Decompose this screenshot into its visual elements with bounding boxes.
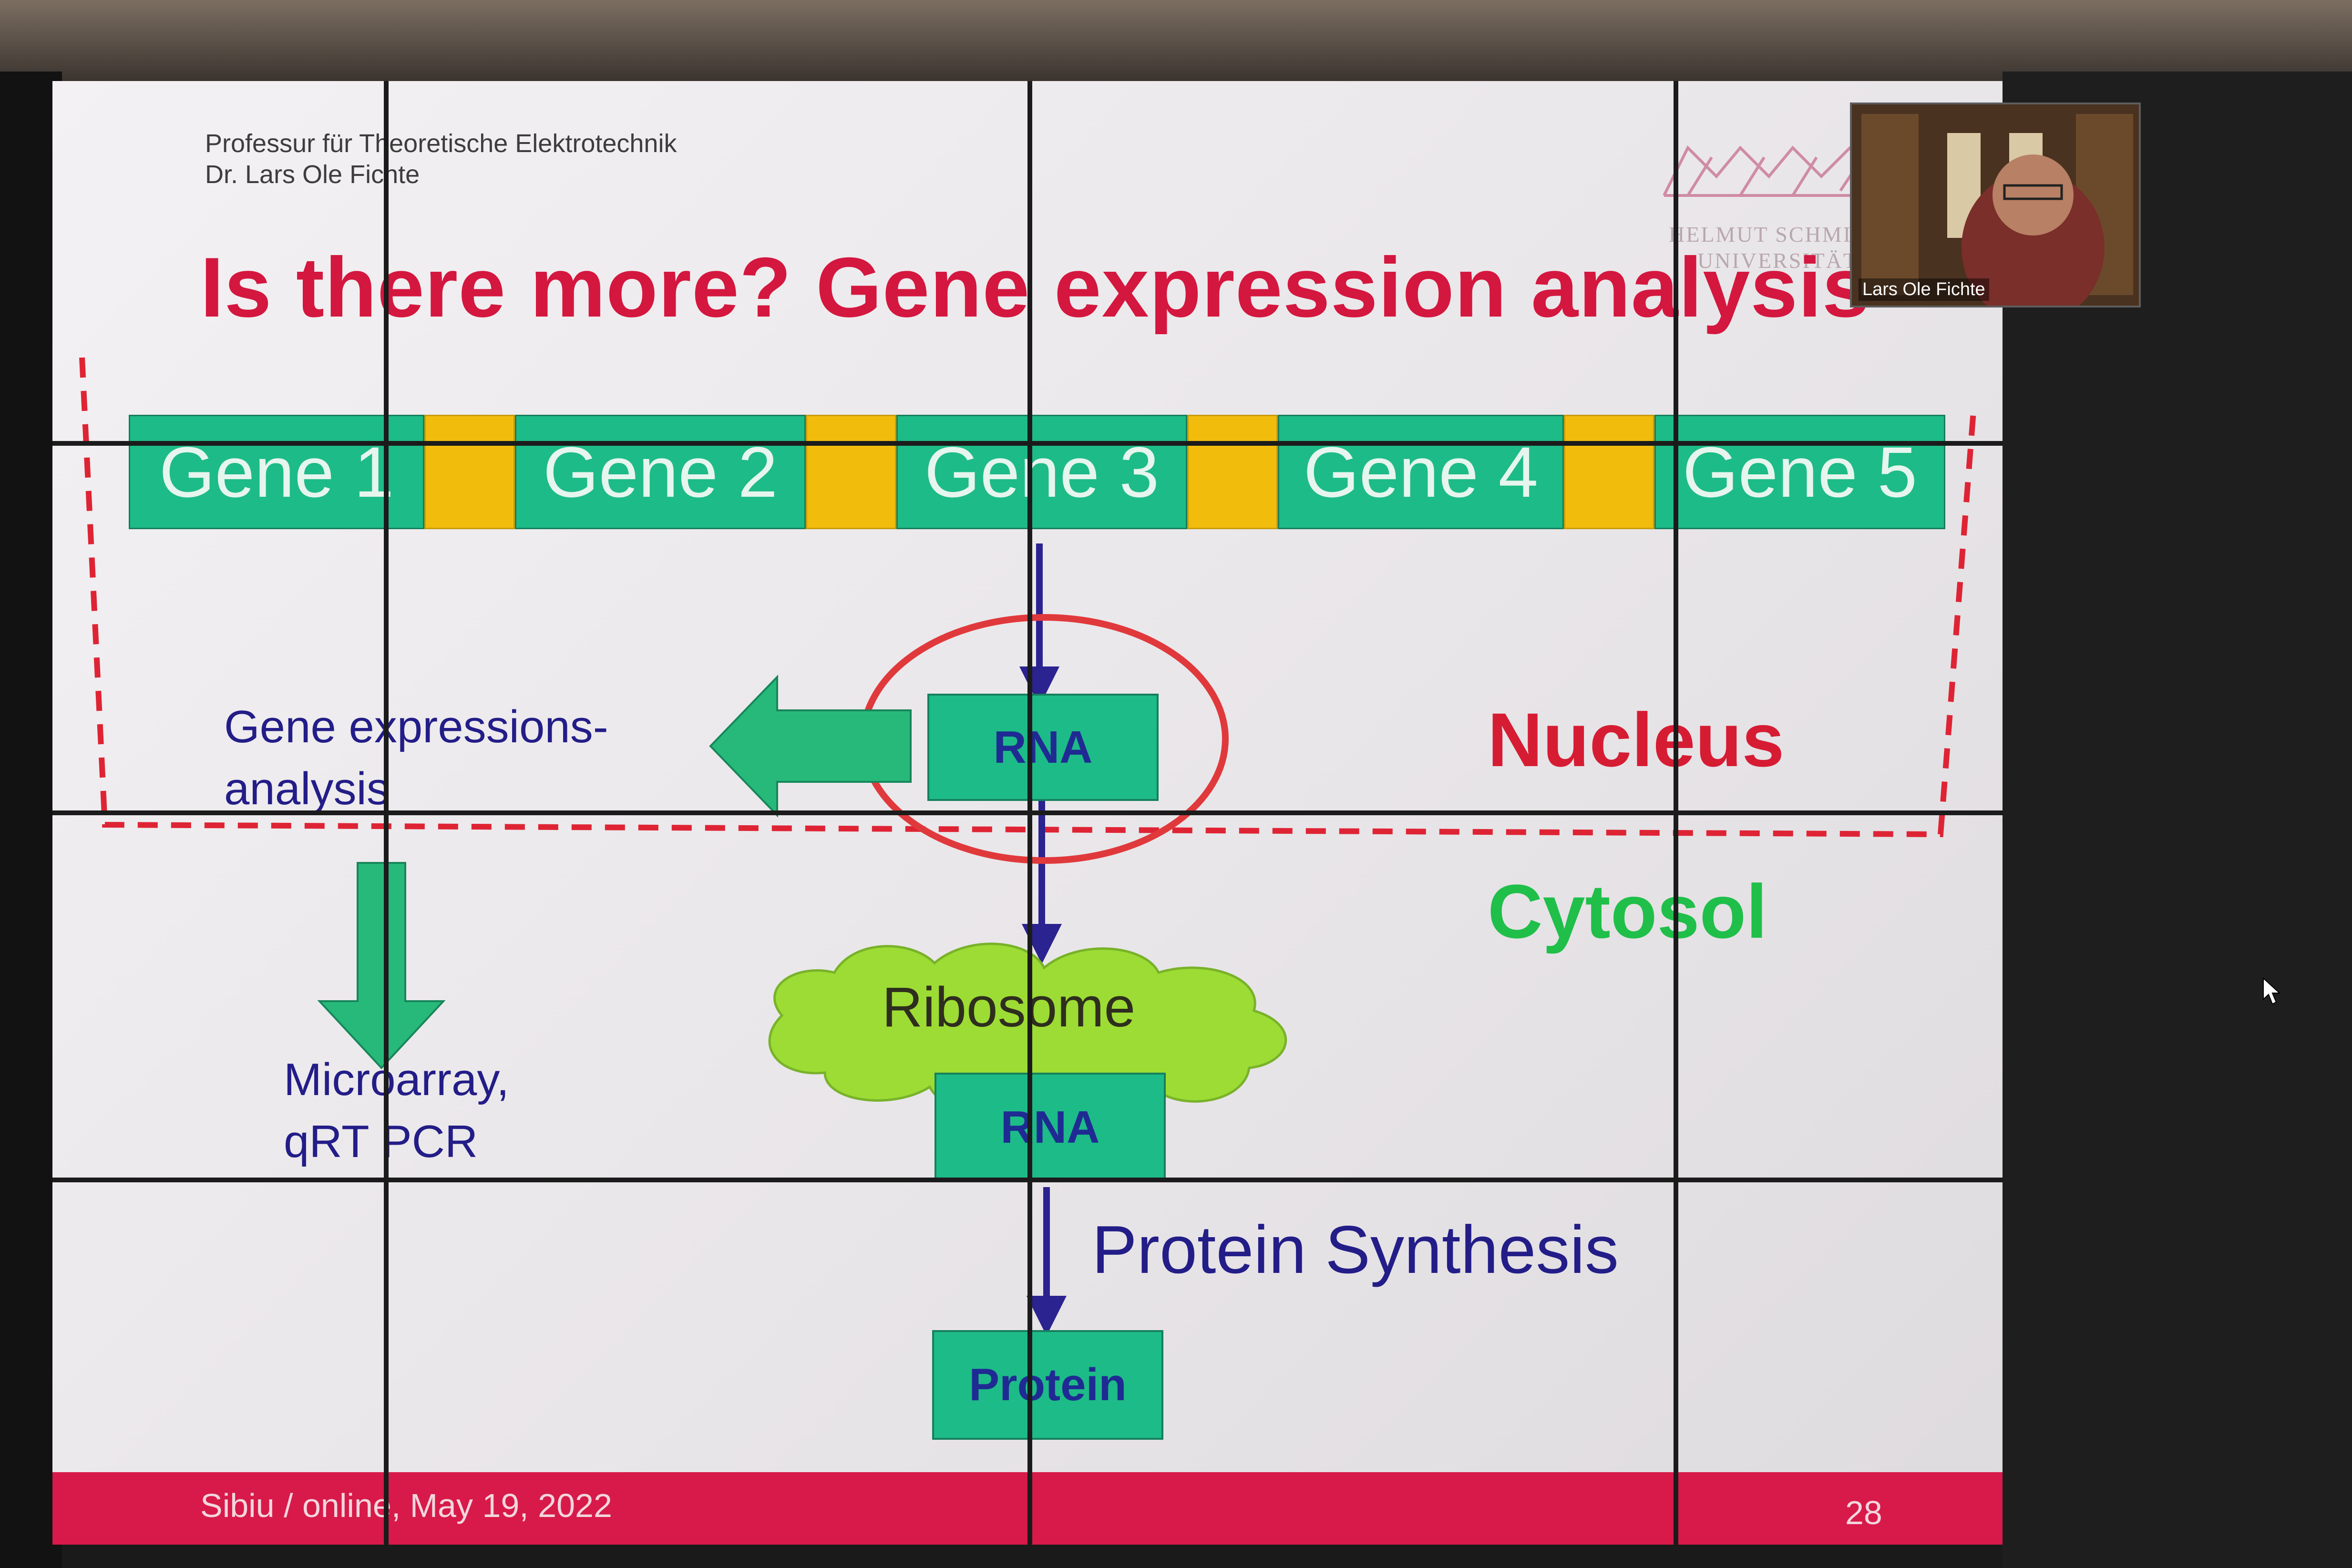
left-wall	[0, 72, 62, 1568]
header-chair: Professur für Theoretische Elektrotechni…	[205, 129, 677, 158]
gene-4: Gene 4	[1278, 415, 1564, 529]
method-label-line2: qRT PCR	[284, 1116, 478, 1167]
logo-text-line2: UNIVERSITÄT	[1697, 248, 1859, 273]
slide-title: Is there more? Gene expression analysis	[200, 240, 1870, 335]
method-label-line1: Microarray,	[284, 1054, 509, 1105]
arrow-to-analysis	[709, 675, 912, 818]
protein-synthesis-label: Protein Synthesis	[1092, 1212, 1619, 1288]
right-video-wall-dark	[2003, 72, 2352, 1568]
room-ceiling	[0, 0, 2352, 81]
speaker-video-tile[interactable]: Lars Ole Fichte	[1850, 102, 2141, 307]
logo-text-line1: HELMUT SCHMIDT	[1669, 222, 1884, 246]
library-background-image	[1852, 104, 2139, 306]
display-bezel	[52, 810, 2003, 815]
intergenic-spacer	[806, 415, 896, 529]
mouse-cursor-icon	[2263, 977, 2281, 1005]
nucleus-label: Nucleus	[1488, 697, 1785, 782]
nucleus-boundary	[79, 357, 1977, 838]
analysis-label-line2: analysis	[224, 763, 390, 814]
arrow-to-microarray	[317, 862, 446, 1069]
protein-box: Protein	[932, 1330, 1163, 1440]
intergenic-spacer	[424, 415, 515, 529]
cytosol-label: Cytosol	[1488, 869, 1767, 954]
rna-box-cytosol: RNA	[935, 1073, 1166, 1182]
rna-box-nucleus: RNA	[927, 694, 1159, 801]
slide-number: 28	[1845, 1494, 1882, 1531]
analysis-label-line1: Gene expressions-	[224, 701, 608, 752]
projected-slide: Professur für Theoretische Elektrotechni…	[52, 81, 2003, 1545]
speaker-name-label: Lars Ole Fichte	[1859, 278, 1989, 301]
footer-date: Sibiu / online, May 19, 2022	[200, 1487, 612, 1524]
display-bezel	[52, 441, 2003, 446]
ribosome-label: Ribosome	[882, 976, 1136, 1039]
display-bezel	[52, 1178, 2003, 1182]
intergenic-spacer	[1564, 415, 1654, 529]
intergenic-spacer	[1187, 415, 1278, 529]
